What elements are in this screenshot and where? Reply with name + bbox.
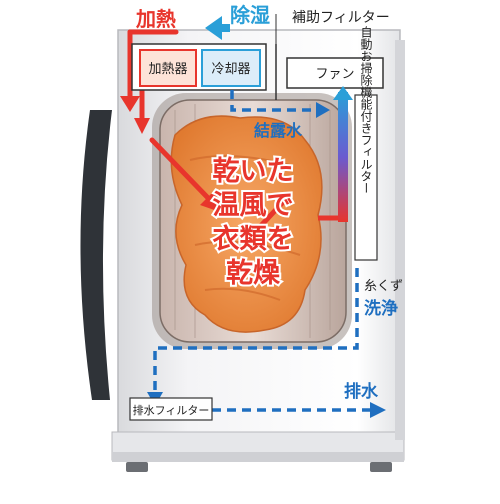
caption-line-1: 乾いた [213, 156, 294, 187]
caption-line-3: 衣類を [213, 223, 294, 255]
heater-label: 加熱器 [148, 62, 187, 77]
condensation-label: 結露水 [254, 121, 303, 140]
heater-box [139, 49, 197, 87]
washer-feet [126, 462, 392, 472]
caption-line-4: 乾燥 [226, 258, 281, 289]
heat-flow-arrows [127, 29, 288, 235]
drain-filter-label: 排水フィルター [133, 403, 210, 417]
dehumidify-arrow [205, 16, 230, 40]
heat-label: 加熱 [135, 7, 176, 31]
aux-filter-label: 補助フィルター [292, 10, 390, 26]
drain-filter-box [129, 397, 213, 421]
towel-illustration [170, 115, 323, 333]
heat-arrowheads [120, 96, 220, 212]
lint-label: 糸くず [364, 279, 403, 294]
self-clean-filter-box [354, 94, 378, 261]
drain-path [153, 268, 370, 412]
self-clean-filter-label: 自動お掃除機能付きフィルター [359, 26, 373, 194]
fan-label: ファン [315, 67, 354, 82]
cooler-label: 冷却器 [211, 62, 250, 77]
cooler-box [201, 49, 261, 87]
condensation-path [230, 90, 318, 112]
air-duct [318, 86, 353, 222]
top-unit [131, 14, 384, 100]
main-caption: 乾いた 温風で 衣類を 乾燥 [211, 154, 296, 291]
drain-label: 排水 [344, 381, 379, 402]
condensation-arrowhead [316, 102, 330, 118]
caption-line-2: 温風で [213, 190, 294, 221]
fan-box [286, 57, 384, 89]
wash-label: 洗浄 [364, 298, 398, 319]
dehumidify-label: 除湿 [230, 3, 270, 27]
